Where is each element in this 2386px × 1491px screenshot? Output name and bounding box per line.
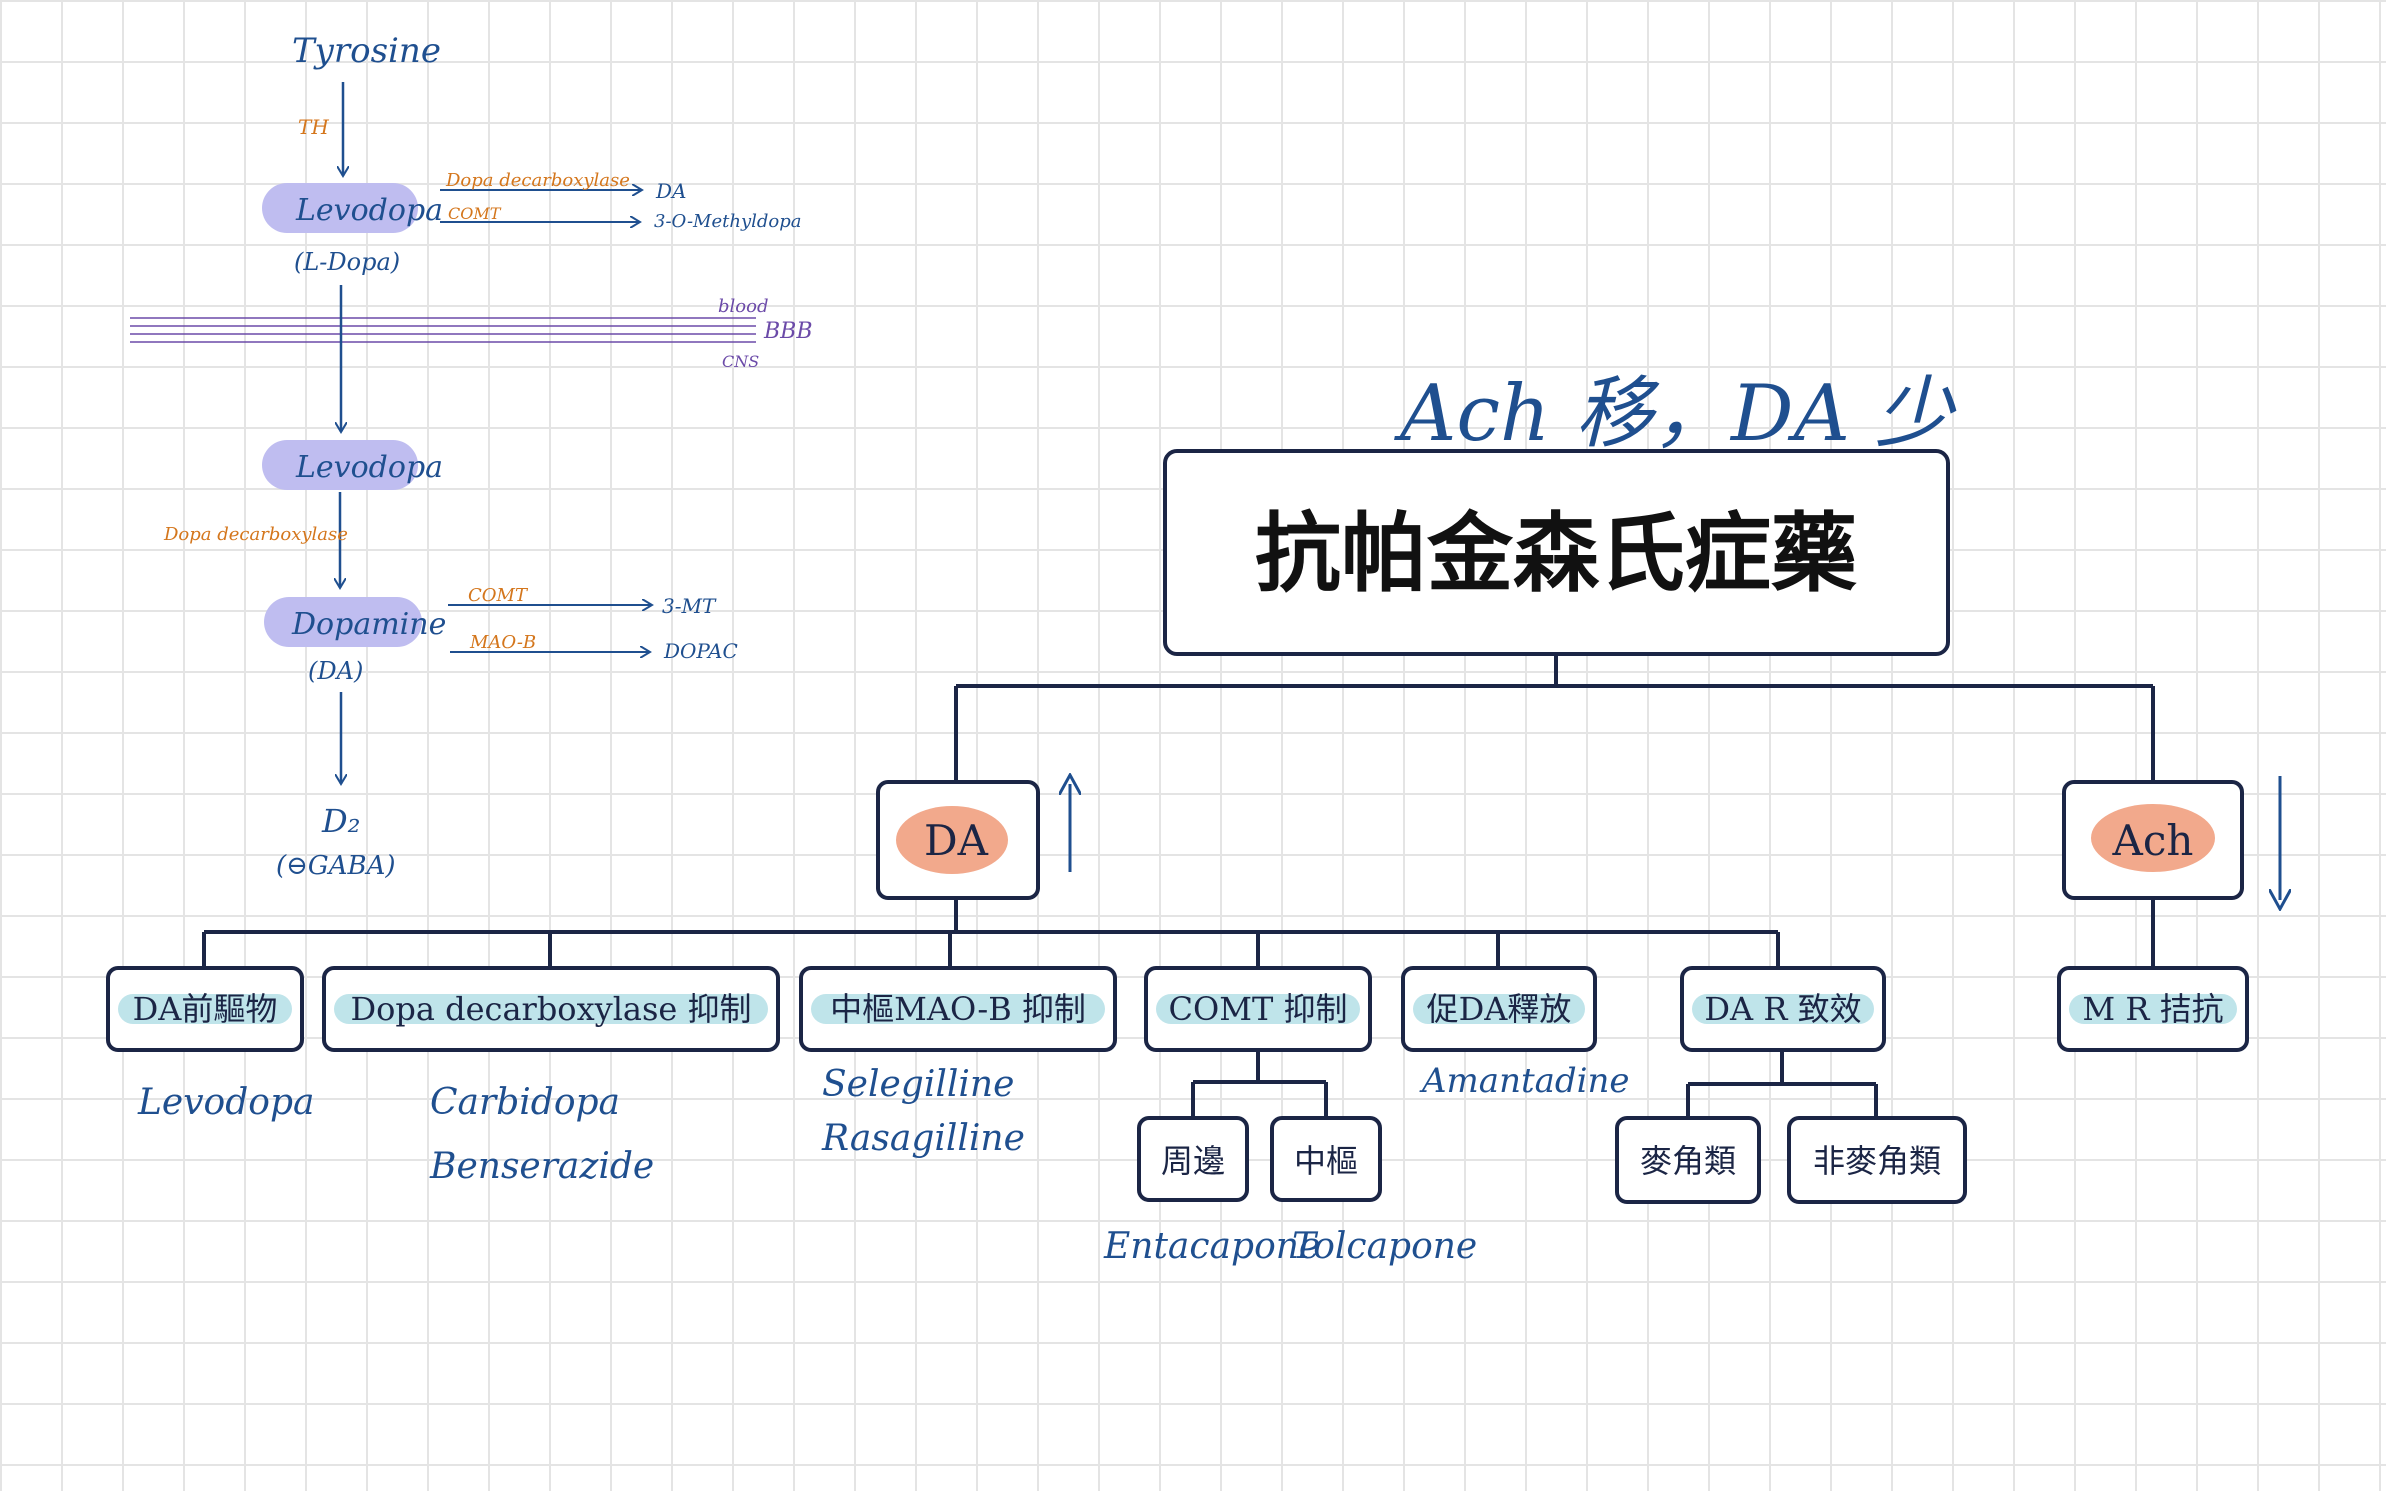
da-child-comt-label: COMT 抑制: [1168, 990, 1347, 1028]
levodopa2-highlight: [262, 440, 418, 490]
levodopa1-label: Levodopa: [295, 193, 443, 228]
da-branch-connector: [202, 898, 1780, 968]
da-child-precursor: DA前驅物: [106, 966, 304, 1052]
pathway-panel: Tyrosine TH Levodopa (L-Dopa) Dopa decar…: [130, 31, 813, 881]
maob-label: MAO-B: [469, 632, 536, 653]
tyrosine-label: Tyrosine: [292, 31, 441, 71]
handwritten-note: Ach 移，DA 少: [1394, 369, 1957, 459]
d2-label: D₂: [321, 802, 360, 840]
example-selegilline: Selegilline: [822, 1064, 1014, 1105]
da-paren-label: (DA): [308, 657, 363, 685]
da-child-comt: COMT 抑制: [1144, 966, 1372, 1052]
title-connector: [954, 654, 2155, 782]
da-highlight: [896, 806, 1008, 874]
comt-top-label: COMT: [448, 204, 502, 223]
example-entacapone: Entacapone: [1103, 1226, 1320, 1267]
levodopa2-label: Levodopa: [295, 450, 443, 485]
da-child-release-label: 促DA釋放: [1427, 990, 1572, 1028]
dar-sub-nonergot: 非麥角類: [1787, 1116, 1967, 1204]
example-carbidopa: Carbidopa: [430, 1082, 620, 1123]
title-text: 抗帕金森氏症藥: [1255, 504, 1857, 604]
example-amantadine: Amantadine: [1419, 1061, 1630, 1101]
ach-box-label: Ach: [2112, 816, 2194, 865]
comt-sub-peripheral: 周邊: [1137, 1116, 1249, 1202]
levodopa1-highlight: [262, 183, 418, 233]
comt-sub-central: 中樞: [1270, 1116, 1382, 1202]
cns-label: CNS: [722, 352, 759, 371]
example-rasagilline: Rasagilline: [821, 1118, 1025, 1159]
da-child-maob-label: 中樞MAO-B 抑制: [830, 990, 1086, 1028]
dar-sub-nonergot-label: 非麥角類: [1813, 1142, 1941, 1180]
comt-sub-central-label: 中樞: [1294, 1142, 1358, 1180]
mt-label: 3-MT: [662, 594, 717, 618]
th-label: TH: [298, 115, 329, 139]
da-child-ddi: Dopa decarboxylase 抑制: [322, 966, 780, 1052]
drug-tree: Ach 移，DA 少 抗帕金森氏症藥 DA Ach DA前驅物 Dopa dec…: [106, 369, 2386, 1267]
da-child-maob: 中樞MAO-B 抑制: [799, 966, 1117, 1052]
dar-sub-ergot: 麥角類: [1615, 1116, 1761, 1204]
example-benserazide: Benserazide: [429, 1146, 654, 1187]
dd-mid-label: Dopa decarboxylase: [163, 524, 348, 545]
dar-sub-ergot-label: 麥角類: [1640, 1142, 1736, 1180]
da-child-agonist-label: DA R 致效: [1704, 990, 1861, 1028]
ach-child-mr-label: M R 拮抗: [2082, 990, 2223, 1028]
da-child-release: 促DA釋放: [1401, 966, 1597, 1052]
comt-mid-label: COMT: [468, 585, 529, 606]
dopamine-highlight: [264, 597, 422, 647]
da-child-precursor-label: DA前驅物: [133, 990, 278, 1028]
bbb-label: BBB: [763, 319, 813, 344]
gaba-label: (⊖GABA): [276, 851, 396, 881]
dd-top-label: Dopa decarboxylase: [445, 170, 630, 191]
blood-label: blood: [718, 296, 768, 317]
methyldopa-label: 3-O-Methyldopa: [654, 211, 801, 232]
dopac-label: DOPAC: [663, 639, 738, 663]
ach-highlight: [2091, 804, 2215, 872]
example-levodopa: Levodopa: [137, 1082, 314, 1123]
da-box-label: DA: [924, 816, 989, 865]
example-tolcapone: Tolcapone: [1292, 1226, 1477, 1267]
ldopa-label: (L-Dopa): [294, 248, 400, 276]
dopamine-label: Dopamine: [291, 607, 446, 642]
comt-sub-connector: [1191, 1050, 1328, 1118]
comt-sub-peripheral-label: 周邊: [1161, 1142, 1225, 1180]
ach-child-mr: M R 拮抗: [2057, 966, 2249, 1052]
da-top-label: DA: [655, 179, 686, 203]
da-child-agonist: DA R 致效: [1680, 966, 1886, 1052]
da-child-ddi-label: Dopa decarboxylase 抑制: [350, 990, 751, 1028]
dar-sub-connector: [1686, 1050, 1878, 1118]
